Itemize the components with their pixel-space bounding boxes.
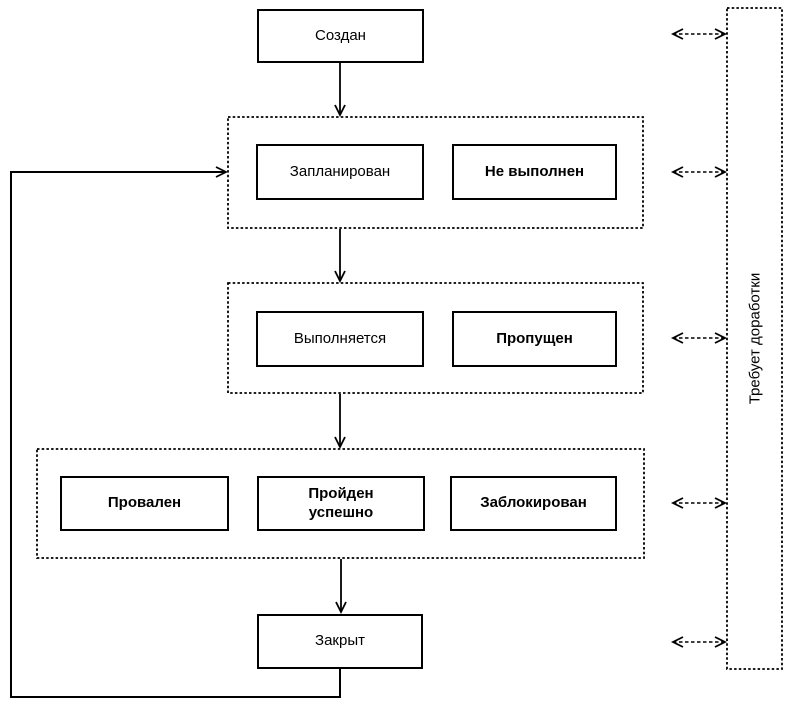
state-label-created: Создан: [315, 26, 366, 44]
state-label-planned: Запланирован: [289, 162, 391, 180]
state-box-blocked: Заблокирован: [450, 476, 617, 531]
state-label-passed: Пройден успешно: [308, 484, 374, 521]
cluster-executing: [227, 282, 644, 394]
state-box-skipped: Пропущен: [452, 311, 617, 367]
cluster-result: [36, 448, 645, 559]
state-label-in-progress: Выполняется: [293, 329, 387, 347]
state-box-failed: Провален: [60, 476, 229, 531]
state-label-skipped: Пропущен: [496, 329, 573, 347]
state-label-blocked: Заблокирован: [480, 494, 587, 512]
state-box-in-progress: Выполняется: [256, 311, 424, 367]
state-label-not-executed: Не выполнен: [484, 162, 585, 180]
arrow-closed-to-planned-loop: [10, 166, 341, 698]
rework-panel: Требует доработки: [727, 8, 782, 669]
state-label-closed: Закрыт: [315, 632, 365, 650]
state-box-created: Создан: [257, 9, 424, 63]
state-box-closed: Закрыт: [257, 614, 423, 669]
state-box-planned: Запланирован: [256, 144, 424, 200]
state-box-passed: Пройден успешно: [257, 476, 425, 531]
state-box-not-executed: Не выполнен: [452, 144, 617, 200]
state-label-failed: Провален: [107, 494, 182, 512]
rework-panel-label: Требует доработки: [746, 272, 764, 405]
